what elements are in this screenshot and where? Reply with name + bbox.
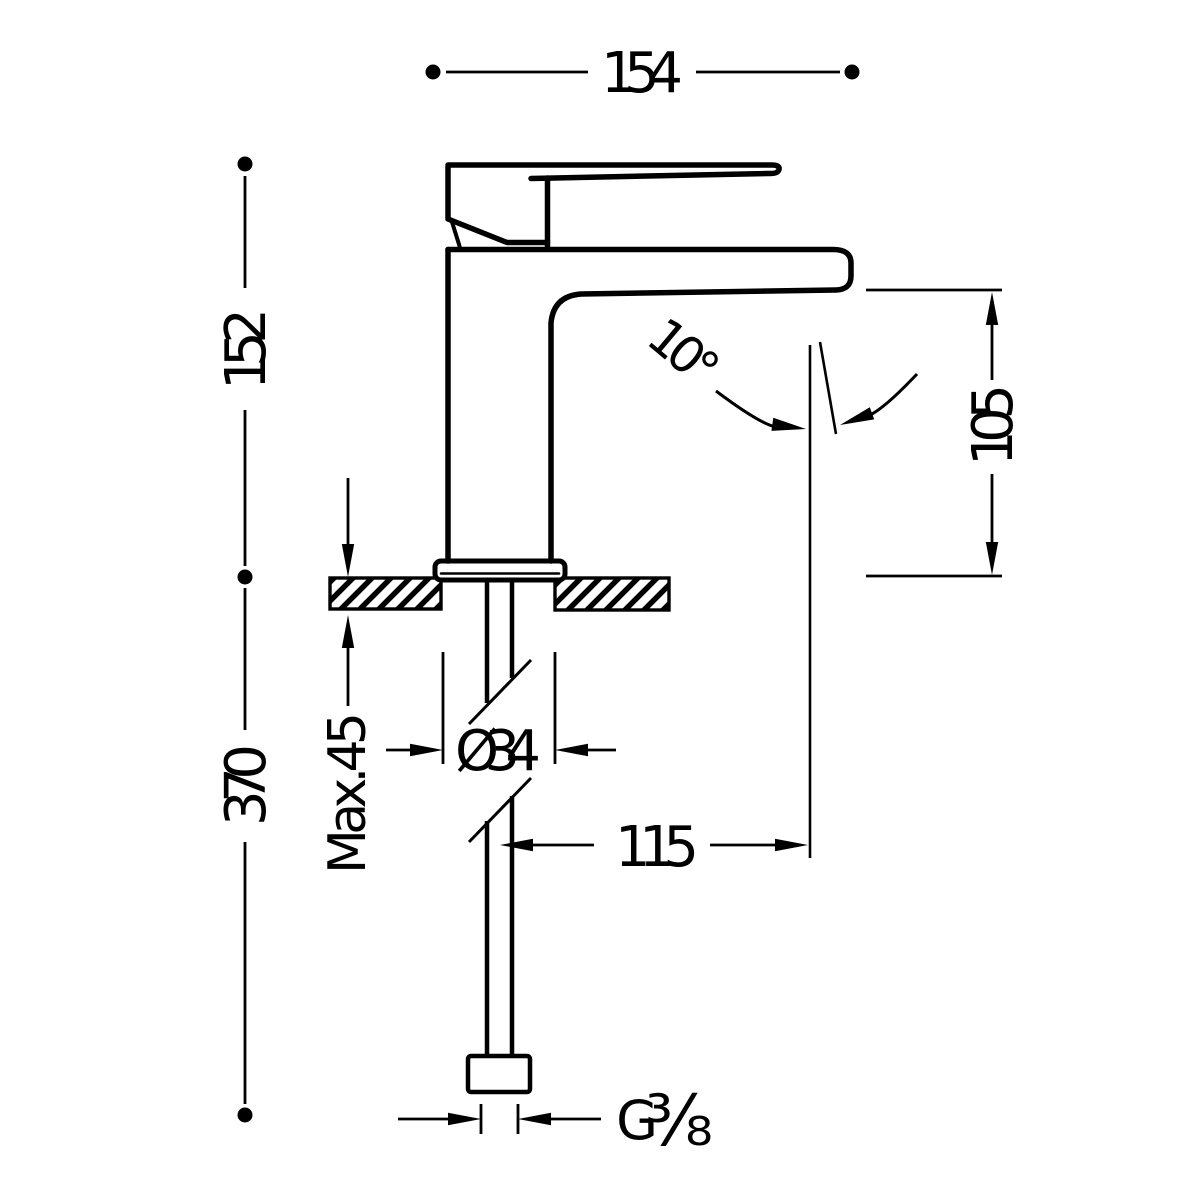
- tilted-angle-line: [818, 341, 838, 435]
- dim-label-370: 370: [214, 744, 279, 826]
- arrow-left: [500, 838, 533, 852]
- arrow-right: [410, 743, 443, 757]
- base-flange: [432, 558, 568, 583]
- annotation-outlet-angle: 10°: [636, 307, 919, 858]
- dim-label-154: 154: [601, 41, 683, 106]
- dim-dot: [237, 569, 253, 585]
- dim-label-max45: Max.45: [318, 712, 378, 874]
- arc-arrow-left: [771, 417, 806, 431]
- counter-deck: [328, 576, 671, 612]
- arrow-up: [341, 615, 355, 648]
- arrow-left: [555, 743, 588, 757]
- extension-lines: [441, 652, 557, 764]
- arrow-right: [775, 838, 808, 852]
- dim-label-angle: 10°: [636, 307, 730, 399]
- handle-base-front: [445, 164, 551, 246]
- counter-right-section: [553, 576, 671, 612]
- angle-arc-left: [715, 389, 777, 429]
- dim-hole-diameter: Ø34: [386, 652, 616, 784]
- dim-dot: [237, 1107, 253, 1123]
- dim-outlet-height: 105: [866, 288, 1026, 578]
- shank-tube-lines: [484, 580, 515, 1056]
- dim-label-152: 152: [214, 308, 279, 390]
- dim-label-115: 115: [615, 815, 699, 880]
- supply-shank: [465, 580, 533, 1095]
- break-mark-lower: [467, 776, 533, 844]
- dim-deck-thickness: Max.45: [318, 478, 378, 874]
- handle-front-lip: [450, 220, 462, 248]
- dim-label-thread-g: G: [616, 1089, 658, 1152]
- dim-reach: 115: [500, 815, 808, 880]
- dim-upper-height: 152: [214, 156, 279, 585]
- lever-handle-blade: [445, 162, 782, 182]
- dim-label-105: 105: [961, 384, 1026, 466]
- extension-lines: [866, 288, 1002, 578]
- arc-arrow-right: [840, 407, 875, 425]
- arrow-down: [985, 542, 999, 575]
- counter-left-section: [328, 576, 443, 611]
- dim-dot: [844, 64, 860, 80]
- spout-outline: [445, 246, 854, 564]
- dim-dot: [425, 64, 441, 80]
- dim-thread: G ⅜: [398, 1080, 713, 1162]
- dim-dot: [237, 156, 253, 172]
- dim-label-thread-fraction: ⅜: [645, 1080, 713, 1162]
- shank-end-fitting: [465, 1053, 533, 1095]
- arrow-right: [448, 1112, 481, 1126]
- angle-arc-right: [867, 372, 919, 418]
- faucet-body: [432, 162, 854, 583]
- break-mark-upper: [467, 658, 533, 726]
- dim-label-diameter: Ø34: [455, 719, 541, 784]
- arrow-down: [341, 544, 355, 577]
- arrow-up: [985, 292, 999, 325]
- arrow-left: [518, 1112, 551, 1126]
- extension-ticks: [479, 1104, 520, 1134]
- dim-total-height: 370: [214, 588, 279, 1123]
- dim-top-width: 154: [425, 41, 860, 106]
